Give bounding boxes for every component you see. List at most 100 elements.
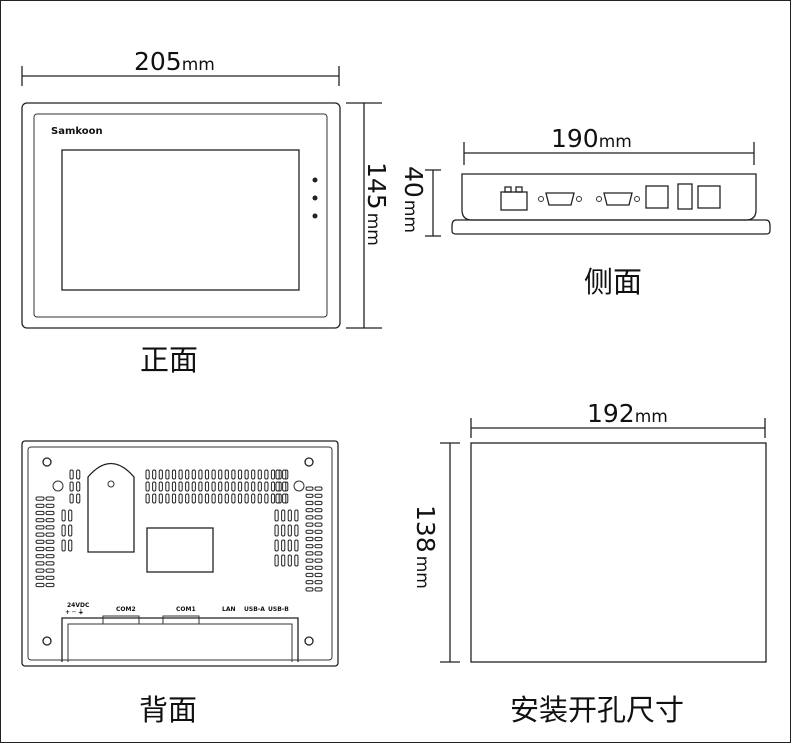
- vent-slot: [45, 554, 55, 559]
- vent-slot: [274, 524, 279, 537]
- cutout-view: 192mm 138mm 安装开孔尺寸: [411, 399, 767, 727]
- back-label-plate: [146, 527, 214, 573]
- vent-slot: [68, 539, 73, 552]
- port-label-com2: COM2: [116, 606, 136, 613]
- vent-slot: [218, 481, 223, 492]
- vent-slot: [294, 524, 299, 537]
- vent-slot: [231, 469, 236, 480]
- vent-slot: [274, 539, 279, 552]
- side-com1-port: [596, 192, 640, 206]
- front-width-value: 205: [134, 47, 182, 76]
- front-indicator-led: [312, 195, 318, 201]
- back-housing-inner: [27, 446, 333, 661]
- vent-slot: [274, 554, 279, 567]
- vent-slot: [35, 546, 45, 552]
- svg-text:40mm: 40mm: [399, 166, 428, 233]
- front-height-value: 145: [362, 162, 391, 210]
- vent-slot: [305, 536, 314, 542]
- front-caption: 正面: [140, 343, 198, 377]
- vent-slot: [251, 469, 256, 480]
- vent-slot: [257, 481, 262, 492]
- front-height-unit: mm: [363, 213, 383, 246]
- port-label-24vdc: 24VDC: [67, 602, 90, 609]
- back-mount-hole: [293, 480, 305, 492]
- vent-slot: [305, 529, 314, 534]
- side-width-value: 190: [551, 124, 599, 153]
- vent-slot: [314, 580, 323, 585]
- port-label-lan: LAN: [222, 606, 236, 613]
- vent-slot: [305, 508, 314, 513]
- vent-slot: [281, 524, 286, 537]
- vent-slot: [76, 493, 81, 504]
- vent-slot: [198, 481, 203, 492]
- vent-slot: [305, 587, 314, 592]
- vent-slot: [178, 493, 183, 504]
- vent-slot: [145, 493, 150, 504]
- vent-slot: [264, 481, 269, 492]
- vent-slot: [287, 509, 292, 522]
- vent-slot: [198, 493, 203, 504]
- vent-slot: [185, 469, 190, 480]
- vent-slot: [35, 525, 45, 530]
- side-caption: 侧面: [584, 265, 642, 299]
- front-view: 205mm Samkoon 145 mm 正面: [21, 47, 391, 377]
- back-connector-panel: [61, 617, 299, 662]
- port-label-com1: COM1: [176, 606, 196, 613]
- vent-slot: [68, 524, 73, 537]
- vent-slot: [305, 551, 314, 556]
- vent-slot: [282, 493, 287, 504]
- back-battery-cover: [87, 462, 135, 553]
- vent-slot: [61, 539, 66, 552]
- front-brand-logo: Samkoon: [51, 126, 103, 137]
- vent-slot: [211, 493, 216, 504]
- vent-slot: [204, 469, 210, 480]
- back-caption: 背面: [139, 693, 197, 727]
- vent-slot: [69, 481, 74, 492]
- vent-slot: [224, 469, 229, 480]
- back-port-labels: 24VDC + ─ ⏚ COM2 COM1 LAN USB-A USB-B: [65, 602, 289, 616]
- vent-slot: [35, 532, 45, 537]
- vent-slot: [305, 500, 314, 506]
- svg-text:145mm: 145 mm: [362, 162, 391, 246]
- vent-slot: [244, 469, 249, 480]
- vent-slot: [264, 493, 269, 504]
- front-width-dimension: 205mm: [21, 47, 340, 86]
- cutout-height-value: 138: [411, 505, 440, 553]
- vent-slot: [185, 493, 190, 504]
- vent-slot: [68, 509, 73, 522]
- vent-slot: [145, 469, 150, 480]
- vent-slot: [314, 522, 323, 527]
- vent-slot: [314, 544, 323, 549]
- back-screw: [42, 457, 52, 467]
- vent-slot: [45, 518, 55, 523]
- vent-slot: [158, 481, 163, 492]
- vent-slot: [231, 493, 236, 504]
- vent-slot: [45, 510, 55, 516]
- vent-slot: [244, 481, 249, 492]
- vent-slot: [152, 481, 157, 492]
- vent-slot: [294, 539, 299, 552]
- vent-slot: [305, 580, 314, 585]
- vent-slot: [281, 539, 286, 552]
- vent-slot: [45, 561, 55, 566]
- vent-slot: [45, 546, 55, 552]
- vent-slot: [270, 481, 276, 492]
- vent-slot: [45, 503, 55, 508]
- vent-slot: [314, 508, 323, 513]
- vent-slot: [305, 565, 314, 570]
- vent-slot: [211, 481, 216, 492]
- side-com2-port: [538, 192, 582, 206]
- vent-slot: [198, 469, 203, 480]
- back-screw: [42, 636, 52, 646]
- back-screw: [304, 636, 314, 646]
- vent-slot: [178, 469, 183, 480]
- side-lan-port: [645, 185, 669, 209]
- cutout-height-unit: mm: [412, 556, 432, 589]
- vent-slot: [45, 575, 55, 580]
- svg-text:205mm: 205mm: [134, 47, 215, 76]
- vent-slot: [237, 493, 243, 504]
- vent-slot: [35, 518, 45, 523]
- vent-slot: [275, 469, 280, 480]
- vent-slot: [244, 493, 249, 504]
- vent-slot: [294, 509, 299, 522]
